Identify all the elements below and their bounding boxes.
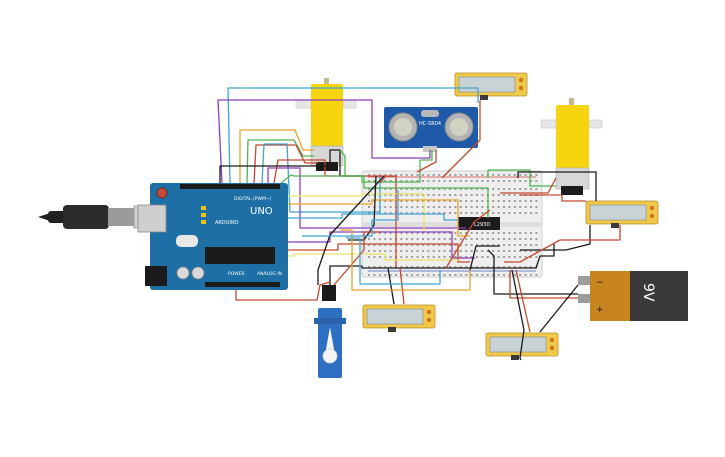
analog-header-label: ANALOG IN [257,271,282,277]
ultrasonic-sensor[interactable]: HC-SR04 [384,107,478,152]
wire[interactable] [288,231,475,259]
wire[interactable] [441,100,481,179]
wire[interactable] [346,237,441,285]
wire[interactable] [217,99,431,184]
wire[interactable] [288,253,460,261]
wire[interactable] [445,209,491,269]
usb-port [137,204,167,233]
digital-pin-header [180,184,280,189]
wire[interactable] [517,171,597,201]
wire[interactable] [509,270,578,299]
lcd-meter-icon[interactable] [362,304,436,332]
wire[interactable] [511,269,525,361]
wire[interactable] [469,245,500,271]
l293d-driver-chip[interactable]: L293D [458,217,500,230]
arduino-brand-label: ARDUINO [215,220,239,226]
capacitor-2 [191,266,205,280]
gear-motor-right[interactable] [540,98,603,195]
lcd-meter-icon[interactable] [454,72,528,100]
wire[interactable] [280,174,489,218]
power-jack [145,266,167,286]
usb-cable-icon[interactable] [38,205,155,229]
wire[interactable] [288,193,425,232]
power-header-label: POWER [228,271,245,277]
wire[interactable] [399,267,405,305]
breadboard[interactable] [361,170,543,278]
battery-minus-label: − [596,278,604,288]
servo-icon[interactable] [314,285,346,378]
wire[interactable] [302,190,399,237]
wire[interactable] [487,169,556,187]
wire[interactable] [416,150,437,173]
wire[interactable] [379,175,387,184]
wire[interactable] [239,129,314,183]
wires [217,87,621,361]
wire[interactable] [273,159,397,268]
wire[interactable] [261,143,381,213]
wire[interactable] [387,267,395,305]
wire[interactable] [339,149,433,183]
driver-chip-label: L293D [474,222,490,228]
wire[interactable] [487,249,578,295]
wire[interactable] [317,175,385,285]
wire[interactable] [340,229,471,291]
wire[interactable] [520,194,586,202]
wire[interactable] [504,225,621,263]
battery-plus-label: + [596,305,604,315]
battery-9v[interactable]: − + 9V [578,271,688,321]
wire[interactable] [253,144,318,184]
wire[interactable] [267,167,466,229]
wire[interactable] [329,244,555,285]
atmega-chip [205,247,275,264]
arduino-uno-board[interactable]: DIGITAL (PWM~) UNO ARDUINO POWER ANALOG … [137,183,288,290]
reset-button [156,187,168,199]
battery-voltage-label: 9V [640,283,656,302]
ultrasonic-label: HC-SR04 [419,121,441,127]
lcd-meter-icon[interactable] [585,200,659,228]
capacitor-1 [176,266,190,280]
wire[interactable] [515,269,531,333]
wire[interactable] [235,281,331,301]
wire[interactable] [246,139,314,184]
wire[interactable] [227,87,479,184]
digital-header-label: DIGITAL (PWM~) [234,196,272,202]
analog-pin-header [205,282,280,287]
wire[interactable] [288,213,458,221]
crystal [176,235,198,247]
uno-label: UNO [250,206,273,217]
wire[interactable] [539,284,579,333]
gear-motor-left[interactable] [295,78,357,171]
lcd-meters [362,72,659,360]
wire[interactable] [288,243,470,263]
wire[interactable] [500,177,557,194]
